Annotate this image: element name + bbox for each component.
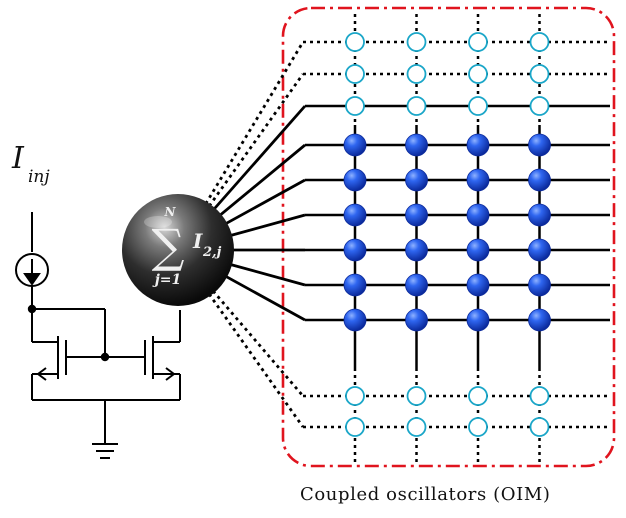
active-oscillator-node <box>466 273 490 297</box>
pmos-transistor-icon <box>144 310 181 400</box>
active-oscillator-node <box>343 203 367 227</box>
inactive-oscillator-node <box>529 386 550 406</box>
ground-icon <box>92 443 118 459</box>
inactive-oscillator-node <box>345 32 365 52</box>
fan-line <box>224 178 306 226</box>
summation-sphere-icon <box>122 194 234 306</box>
fan-line <box>224 274 306 322</box>
sigma-symbol: ∑ <box>152 219 185 273</box>
inactive-oscillator-node <box>406 96 427 116</box>
inactive-oscillator-node <box>468 64 488 84</box>
fan-line <box>229 262 306 287</box>
inactive-oscillator-node <box>529 64 550 84</box>
active-oscillator-node <box>405 238 428 262</box>
active-oscillator-node <box>405 168 428 192</box>
active-oscillator-node <box>466 203 490 227</box>
active-oscillator-node <box>466 238 490 262</box>
active-oscillator-node <box>343 238 367 262</box>
active-oscillator-node <box>405 133 428 157</box>
fan-line <box>218 143 306 217</box>
active-oscillator-node <box>343 308 367 332</box>
active-oscillator-node <box>405 203 428 227</box>
fan-line-dotted <box>208 73 305 207</box>
pmos-transistor-icon <box>31 336 67 400</box>
fan-line <box>212 105 307 211</box>
inactive-oscillator-node <box>468 386 488 406</box>
active-oscillator-node <box>528 133 551 157</box>
grid-nodes <box>343 32 551 437</box>
inactive-oscillator-node <box>468 32 488 52</box>
inactive-oscillator-node <box>345 417 365 437</box>
inactive-oscillator-node <box>406 64 427 84</box>
inactive-oscillator-node <box>345 64 365 84</box>
fan-line-dotted <box>208 293 305 428</box>
fan-line <box>229 213 306 238</box>
fan-line-dotted <box>212 290 305 397</box>
injection-current-symbol: I <box>11 141 25 176</box>
active-oscillator-node <box>528 203 551 227</box>
inactive-oscillator-node <box>529 417 550 437</box>
inactive-oscillator-node <box>406 386 427 406</box>
diagram-caption: Coupled oscillators (OIM) <box>300 484 551 505</box>
active-oscillator-node <box>466 308 490 332</box>
sum-upper-limit: N <box>164 205 177 219</box>
active-oscillator-node <box>528 168 551 192</box>
inactive-oscillator-node <box>406 32 427 52</box>
sum-lower-limit: j=1 <box>152 272 182 288</box>
injection-current-subscript: inj <box>28 167 50 187</box>
active-oscillator-node <box>528 238 551 262</box>
active-oscillator-node <box>466 168 490 192</box>
inactive-oscillator-node <box>345 386 365 406</box>
active-oscillator-node <box>528 273 551 297</box>
active-oscillator-node <box>528 308 551 332</box>
active-oscillator-node <box>343 273 367 297</box>
sum-term-symbol: I <box>192 229 203 253</box>
active-oscillator-node <box>343 133 367 157</box>
active-oscillator-node <box>405 308 428 332</box>
active-oscillator-node <box>405 273 428 297</box>
inactive-oscillator-node <box>529 96 550 116</box>
active-oscillator-node <box>466 133 490 157</box>
active-oscillator-node <box>343 168 367 192</box>
current-mirror-circuit <box>15 212 181 459</box>
inactive-oscillator-node <box>468 417 488 437</box>
fan-lines <box>204 41 307 428</box>
current-source-icon <box>15 253 49 287</box>
inactive-oscillator-node <box>529 32 550 52</box>
oim-boundary <box>281 6 616 468</box>
inactive-oscillator-node <box>345 96 365 116</box>
inactive-oscillator-node <box>406 417 427 437</box>
sum-term-subscript: 2,j <box>202 245 222 260</box>
inactive-oscillator-node <box>468 96 488 116</box>
